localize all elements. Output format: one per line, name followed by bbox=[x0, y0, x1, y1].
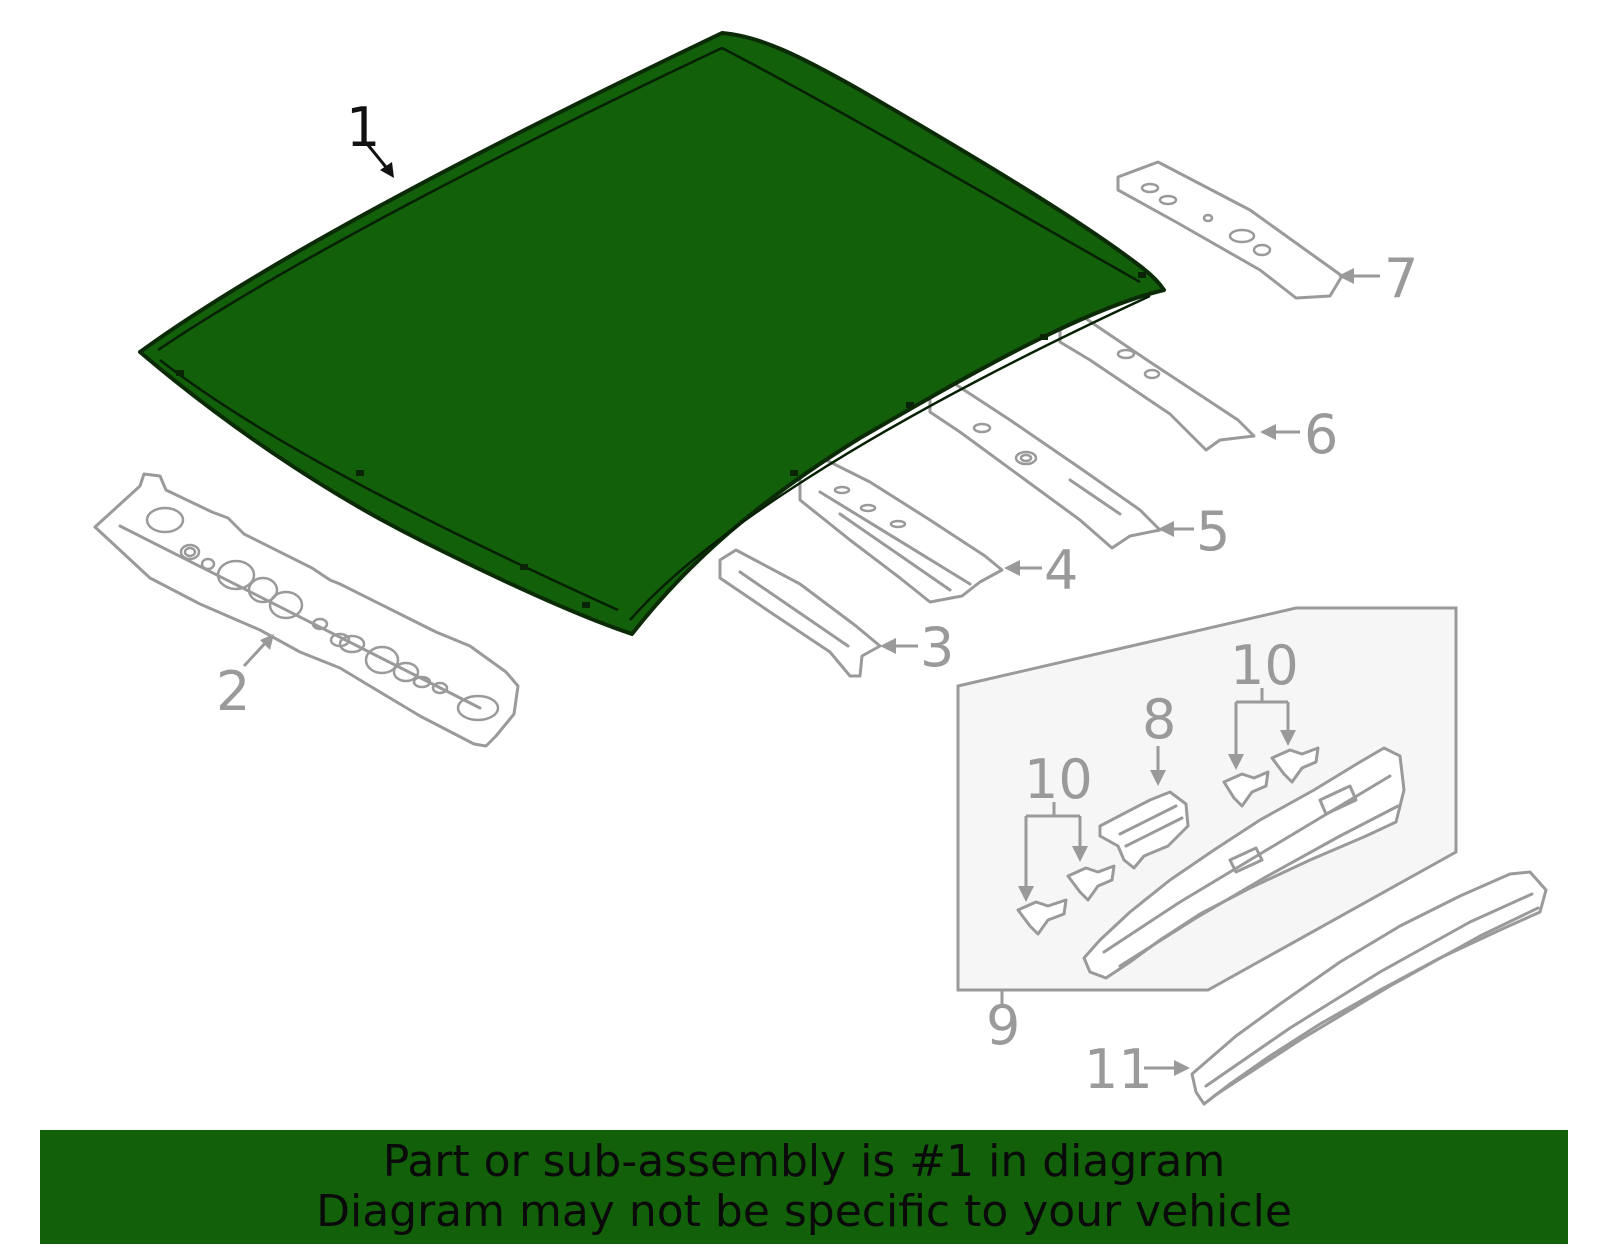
part-2-windshield-header[interactable] bbox=[93, 472, 520, 748]
callout-7: 7 bbox=[1384, 247, 1418, 310]
part-1-roof-panel[interactable] bbox=[138, 31, 1166, 636]
info-banner: Part or sub-assembly is #1 in diagram Di… bbox=[40, 1130, 1568, 1244]
part-10-clip-a[interactable] bbox=[1016, 898, 1068, 936]
part-5-roof-bow[interactable] bbox=[928, 382, 1162, 550]
leader-lines bbox=[242, 144, 1380, 1076]
part-4-roof-bow[interactable] bbox=[798, 456, 1004, 604]
callout-5: 5 bbox=[1196, 500, 1230, 563]
part-11-outer-rail[interactable] bbox=[1190, 870, 1548, 1106]
callout-10-upper: 10 bbox=[1230, 634, 1299, 697]
callout-4: 4 bbox=[1044, 539, 1078, 602]
callout-10-lower: 10 bbox=[1024, 748, 1093, 811]
part-7-rear-header[interactable] bbox=[1116, 160, 1344, 300]
part-10-clip-c[interactable] bbox=[1222, 770, 1270, 808]
callout-9: 9 bbox=[986, 994, 1020, 1057]
callout-6: 6 bbox=[1304, 403, 1338, 466]
callout-1: 1 bbox=[346, 96, 380, 159]
banner-line-disclaimer: Diagram may not be specific to your vehi… bbox=[316, 1186, 1292, 1237]
part-3-front-bow[interactable] bbox=[718, 548, 882, 678]
part-10-clip-b[interactable] bbox=[1066, 864, 1116, 902]
callout-11: 11 bbox=[1084, 1038, 1153, 1101]
part-10-clip-d[interactable] bbox=[1270, 746, 1320, 784]
part-6-roof-bow[interactable] bbox=[1058, 314, 1256, 452]
part-9-side-rail[interactable] bbox=[1082, 746, 1406, 980]
callout-3: 3 bbox=[920, 616, 954, 679]
callout-8: 8 bbox=[1142, 688, 1176, 751]
callout-2: 2 bbox=[216, 660, 250, 723]
part-8-bracket[interactable] bbox=[1098, 790, 1190, 870]
banner-line-part-note: Part or sub-assembly is #1 in diagram bbox=[382, 1136, 1226, 1187]
